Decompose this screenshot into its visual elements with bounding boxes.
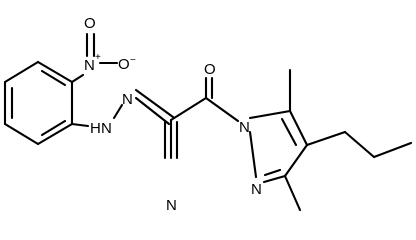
- atom-label-h: H: [90, 120, 101, 137]
- benzene-ring: [3, 60, 74, 146]
- bond: [248, 130, 258, 179]
- bond-propyl-2: [343, 130, 376, 159]
- double-bond-inner: [263, 168, 282, 177]
- charge-plus: +: [95, 52, 101, 63]
- bond: [36, 122, 74, 146]
- chemical-structure-diagram: N + O O − H N N N O N N: [3, 15, 413, 214]
- bond: [70, 73, 85, 84]
- atom-label-n-azo: N: [122, 91, 133, 108]
- bond: [112, 103, 124, 120]
- bond-methyl-bottom: [283, 174, 302, 212]
- pyrazole-ring: N N: [239, 68, 413, 212]
- bond: [283, 143, 309, 178]
- atom-label-n-nitrile: N: [166, 197, 177, 214]
- bond: [36, 60, 74, 84]
- bond-double-a: [134, 96, 171, 126]
- atom-label-o-carbonyl: O: [204, 61, 216, 78]
- atom-label-n2: N: [251, 181, 262, 198]
- atom-label-n1: N: [239, 119, 250, 136]
- bond: [288, 109, 309, 147]
- hydrazone-linkage: H N N: [70, 88, 175, 137]
- bond-propyl-1: [305, 130, 347, 147]
- double-bond-inner: [40, 69, 67, 87]
- central-fragment: N O: [163, 61, 240, 214]
- bond: [3, 122, 40, 146]
- bond: [169, 96, 208, 122]
- double-bond-inner: [40, 119, 67, 137]
- bond-propyl-3: [372, 141, 413, 159]
- atom-label-nh: N: [101, 120, 112, 137]
- double-bond-inner: [280, 117, 298, 147]
- bond: [70, 122, 90, 128]
- bond: [248, 109, 292, 120]
- bond: [3, 60, 40, 84]
- atom-label-o-top: O: [84, 15, 96, 32]
- charge-minus: −: [130, 55, 136, 66]
- nitro-group: N + O O −: [70, 15, 136, 84]
- bond: [204, 96, 240, 123]
- atom-label-n: N: [84, 57, 95, 74]
- atom-label-o-minus: O: [118, 56, 130, 73]
- bond: [262, 174, 287, 184]
- bond-double-b: [134, 88, 175, 119]
